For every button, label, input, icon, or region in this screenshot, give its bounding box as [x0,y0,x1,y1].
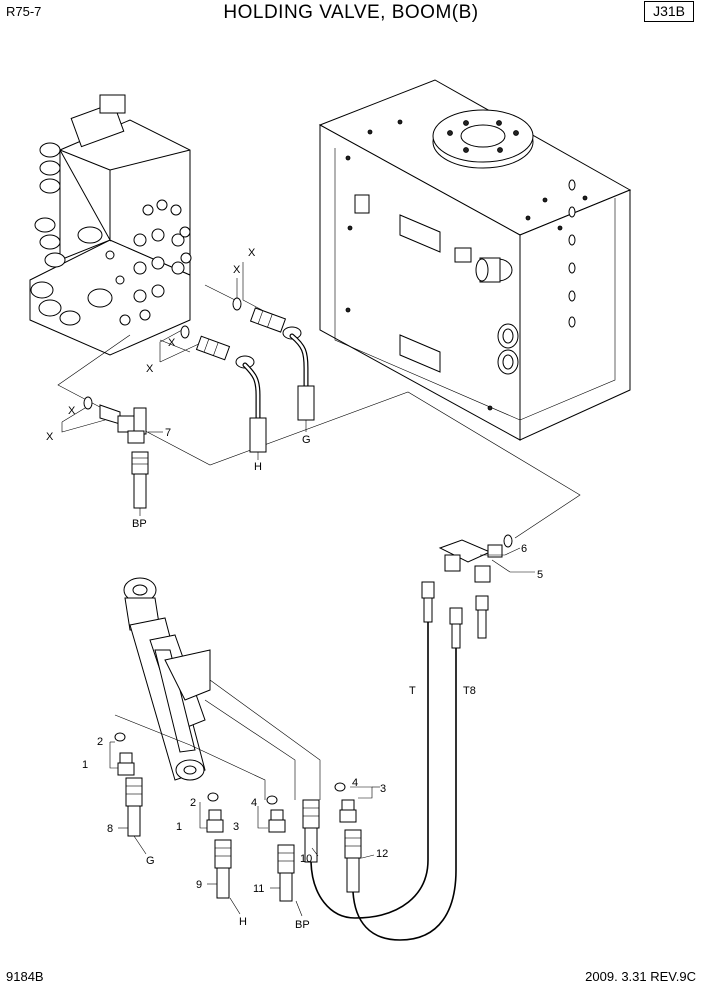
upper-fittings [57,262,581,539]
callout-x: X [233,264,241,276]
hydraulic-tank [318,79,632,441]
fittings-8-group [109,732,147,855]
callout-7: 7 [165,427,171,439]
callout-t: T [409,685,416,697]
callout-1: 1 [176,821,182,833]
callout-3: 3 [380,783,386,795]
callout-2: 2 [97,736,103,748]
callout-6: 6 [521,543,527,555]
callout-4: 4 [251,797,257,809]
callout-x: X [68,405,76,417]
callout-4: 4 [352,777,358,789]
model-code: R75-7 [6,4,42,19]
callout-x: X [168,337,176,349]
fittings-9-group [199,792,241,915]
callout-g-bottom: G [146,855,155,867]
callout-9: 9 [196,879,202,891]
callout-10: 10 [300,853,312,865]
callout-12: 12 [376,848,388,860]
revision-date: 2009. 3.31 REV.9C [585,969,696,984]
fittings-11-group [257,795,303,917]
callout-x: X [46,431,54,443]
page-title: HOLDING VALVE, BOOM(B) [223,2,479,23]
callout-g-top: G [302,434,311,446]
callout-2: 2 [190,797,196,809]
callout-x: X [146,363,154,375]
hoses-10-12 [302,622,457,941]
callout-bp-bottom: BP [295,919,310,931]
callout-h-top: H [254,461,262,473]
page-code-box: J31B [644,1,694,22]
callout-1: 1 [82,759,88,771]
boom-cylinder [114,577,321,800]
callout-labels: X X X X X X 7 BP H G 6 5 T T8 2 1 8 G 2 … [46,247,543,931]
tee-block-5-6 [421,534,535,649]
document-number: 9184B [6,969,44,984]
tee-fitting-7 [99,404,147,444]
callout-11: 11 [253,883,264,895]
callout-bp-top: BP [132,518,147,530]
main-control-valve [29,94,192,356]
callout-8: 8 [107,823,113,835]
callout-x: X [248,247,256,259]
callout-3: 3 [233,821,239,833]
callout-h-bottom: H [239,916,247,928]
callout-t8: T8 [463,685,476,697]
callout-5: 5 [537,569,543,581]
